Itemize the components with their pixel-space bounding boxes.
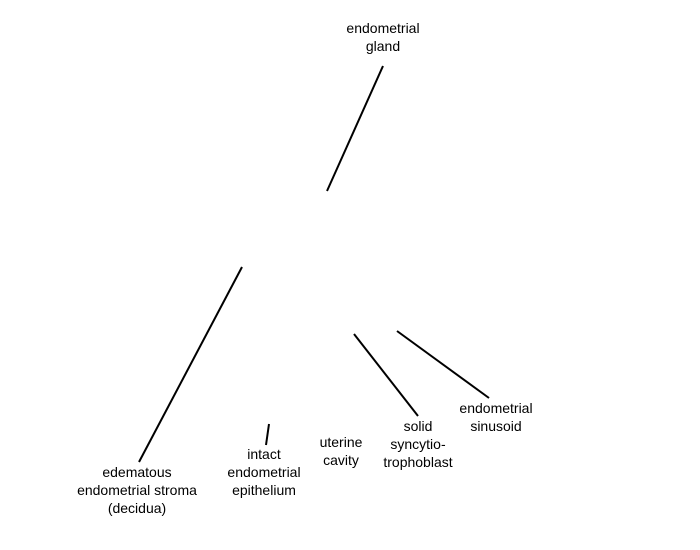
label-edematous-stroma-line-1: edematous — [102, 464, 172, 480]
leader-line-intact-epithelium — [265, 423, 270, 446]
label-endometrial-sinusoid: endometrial sinusoid — [444, 399, 548, 435]
label-intact-epithelium: intact endometrial epithelium — [216, 445, 312, 499]
label-intact-epithelium-line-2: endometrial — [227, 464, 301, 480]
label-syncytiotrophoblast-line-2: syncytio- — [390, 436, 446, 452]
label-edematous-stroma: edematous endometrial stroma (decidua) — [67, 463, 207, 517]
label-edematous-stroma-line-2: endometrial stroma — [77, 482, 197, 498]
leader-line-endometrial-gland — [326, 65, 384, 192]
label-syncytiotrophoblast-line-3: trophoblast — [383, 454, 453, 470]
label-endometrial-gland: endometrial gland — [331, 19, 435, 55]
label-endometrial-gland-line-2: gland — [365, 38, 401, 54]
leader-line-edematous-stroma — [138, 266, 243, 463]
label-uterine-cavity-line-2: cavity — [323, 452, 359, 468]
leader-line-syncytiotrophoblast — [353, 333, 419, 417]
label-intact-epithelium-line-3: epithelium — [232, 482, 296, 498]
label-intact-epithelium-line-1: intact — [247, 446, 281, 462]
label-endometrial-sinusoid-line-1: endometrial — [459, 400, 533, 416]
label-syncytiotrophoblast: solid syncytio- trophoblast — [372, 417, 464, 471]
label-uterine-cavity: uterine cavity — [305, 433, 377, 469]
label-edematous-stroma-line-3: (decidua) — [107, 500, 167, 516]
leader-line-endometrial-sinusoid — [396, 330, 490, 399]
label-endometrial-sinusoid-line-2: sinusoid — [470, 418, 522, 434]
label-endometrial-gland-line-1: endometrial — [346, 20, 420, 36]
label-syncytiotrophoblast-line-1: solid — [403, 418, 433, 434]
label-uterine-cavity-line-1: uterine — [319, 434, 363, 450]
